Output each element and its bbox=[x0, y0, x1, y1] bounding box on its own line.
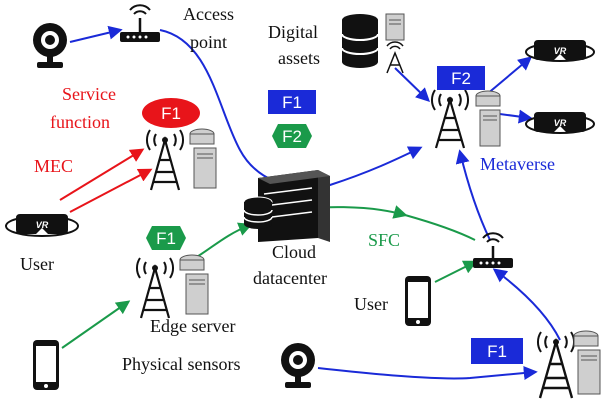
function-tag-f2-green-cloud: F2 bbox=[272, 124, 312, 148]
function-tag-f1-green-edge: F1 bbox=[146, 226, 186, 250]
function-tag-f1-blue-bottom: F1 bbox=[471, 338, 523, 364]
webcam-icon bbox=[281, 343, 315, 388]
antenna-icon bbox=[386, 41, 404, 74]
smartphone-icon bbox=[33, 340, 59, 390]
function-tag-f2-blue-tower: F2 bbox=[437, 66, 485, 90]
vr-label: VR bbox=[554, 46, 567, 56]
label-physical-sensors: Physical sensors bbox=[122, 354, 241, 374]
vr-headset-icon: VR bbox=[525, 112, 595, 134]
router-icon bbox=[473, 232, 513, 268]
flow-router-to-tower bbox=[455, 149, 491, 241]
label-access: Access bbox=[183, 4, 234, 24]
cloud-database-icon bbox=[243, 196, 273, 229]
edge-tower-icon bbox=[135, 257, 175, 319]
flow-mec-down bbox=[69, 168, 153, 213]
label-sfc: SFC bbox=[368, 230, 400, 250]
flow-edge-to-cloud bbox=[194, 222, 253, 259]
small-server-icon bbox=[385, 13, 405, 41]
cell-tower-icon bbox=[430, 89, 470, 149]
metaverse-server-icon bbox=[475, 90, 501, 147]
flow-ap-to-cloud bbox=[159, 29, 423, 189]
flow-phone-to-edge bbox=[61, 300, 131, 349]
label-user-left: User bbox=[20, 254, 54, 274]
tag-label: F1 bbox=[487, 342, 507, 361]
flow-phone-to-router bbox=[434, 260, 478, 283]
database-icon bbox=[341, 14, 379, 68]
label-user-right: User bbox=[354, 294, 388, 314]
label-datacenter: datacenter bbox=[253, 268, 327, 288]
label-metaverse: Metaverse bbox=[480, 154, 555, 174]
label-cloud: Cloud bbox=[272, 242, 316, 262]
smartphone-icon bbox=[405, 276, 431, 326]
tag-label: F1 bbox=[156, 229, 176, 248]
label-assets: assets bbox=[278, 48, 320, 68]
flow-assets-to-tower bbox=[394, 67, 431, 102]
flow-sensors-to-tower bbox=[317, 366, 538, 380]
label-mec: MEC bbox=[34, 156, 73, 176]
label-service: Service bbox=[62, 84, 116, 104]
function-tag-f1-blue-cloud: F1 bbox=[268, 90, 316, 114]
flow-bottom-tower-up bbox=[492, 268, 561, 341]
tag-label: F1 bbox=[282, 93, 302, 112]
flow-sfc-to-router bbox=[404, 214, 476, 241]
function-tag-f1-red: F1 bbox=[142, 98, 200, 128]
vr-label: VR bbox=[36, 220, 49, 230]
label-point: point bbox=[190, 32, 227, 52]
tag-label: F2 bbox=[282, 127, 302, 146]
bottom-tower-icon bbox=[536, 331, 576, 399]
label-function: function bbox=[50, 112, 110, 132]
webcam-icon bbox=[33, 23, 67, 68]
tag-label: F2 bbox=[451, 69, 471, 88]
label-digital: Digital bbox=[268, 22, 318, 42]
vr-headset-icon: VR bbox=[525, 40, 595, 62]
access-point-router-icon bbox=[120, 4, 160, 42]
edge-server-icon bbox=[179, 254, 209, 315]
cloud-datacenter-server-icon bbox=[258, 170, 330, 242]
bottom-server-icon bbox=[573, 330, 601, 395]
vr-headset-icon: VR bbox=[5, 214, 79, 237]
flow-mec-up bbox=[59, 148, 145, 201]
label-edge-server: Edge server bbox=[150, 316, 235, 336]
mec-tower-icon bbox=[145, 129, 185, 191]
vr-label: VR bbox=[554, 118, 567, 128]
flow-camera-to-ap bbox=[69, 25, 123, 43]
tag-label: F1 bbox=[161, 104, 181, 123]
mec-server-icon bbox=[189, 128, 217, 189]
